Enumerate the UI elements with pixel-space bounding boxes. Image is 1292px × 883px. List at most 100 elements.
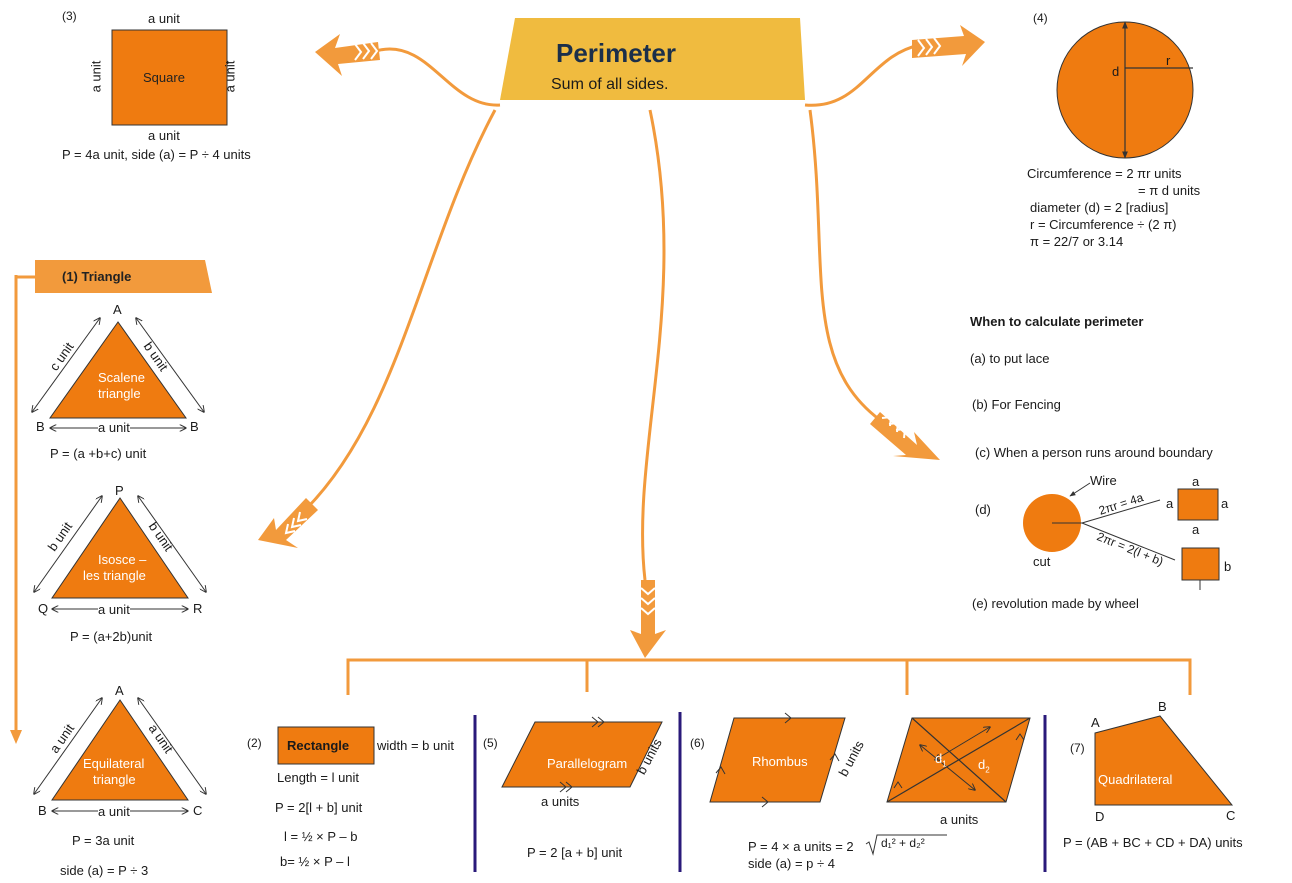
small-square-left: a bbox=[1166, 496, 1174, 511]
small-square bbox=[1177, 488, 1219, 521]
scalene-formula: P = (a +b+c) unit bbox=[50, 446, 147, 461]
circle-radius-label: r bbox=[1166, 53, 1171, 68]
wire-circle-figure bbox=[1023, 482, 1176, 561]
rhombus-formula-2: side (a) = p ÷ 4 bbox=[748, 856, 835, 871]
parallelogram-number: (5) bbox=[483, 736, 498, 750]
rhombus-number: (6) bbox=[690, 736, 705, 750]
equilateral-vertex-left: B bbox=[38, 803, 47, 818]
equilateral-label-2: triangle bbox=[93, 772, 136, 787]
scalene-base: a unit bbox=[98, 420, 130, 435]
when-heading: When to calculate perimeter bbox=[970, 314, 1144, 329]
page-subtitle: Sum of all sides. bbox=[551, 76, 669, 93]
parallelogram-formula: P = 2 [a + b] unit bbox=[527, 845, 623, 860]
section-dividers bbox=[473, 712, 1047, 872]
rhombus-d1: d1 bbox=[935, 751, 947, 769]
arrow-down-right-icon bbox=[870, 412, 940, 460]
isosceles-vertex-top: P bbox=[115, 483, 124, 498]
scalene-label-1: Scalene bbox=[98, 370, 145, 385]
small-rect-b: b bbox=[1224, 559, 1232, 574]
small-square-right: a bbox=[1221, 496, 1229, 511]
small-square-bottom: a bbox=[1192, 522, 1200, 537]
rectangle-length: Length = l unit bbox=[277, 770, 360, 785]
small-rectangle bbox=[1181, 547, 1220, 581]
rectangle-shape bbox=[277, 726, 375, 765]
rectangle-number: (2) bbox=[247, 736, 262, 750]
arrow-down-left-icon bbox=[258, 498, 318, 548]
cut-label: cut bbox=[1033, 554, 1051, 569]
isosceles-formula: P = (a+2b)unit bbox=[70, 629, 153, 644]
square-number: (3) bbox=[62, 9, 77, 23]
circle-line-5: π = 22/7 or 3.14 bbox=[1030, 234, 1124, 249]
arrow-left-icon bbox=[315, 34, 380, 76]
when-item-d: (d) bbox=[975, 502, 991, 517]
scalene-label-2: triangle bbox=[98, 386, 141, 401]
radical-sign bbox=[865, 834, 947, 856]
quadrilateral-vertex-d: D bbox=[1095, 809, 1105, 824]
rhombus-base: a units bbox=[940, 812, 979, 827]
when-item-e: (e) revolution made by wheel bbox=[972, 596, 1139, 611]
square-side-bottom: a unit bbox=[148, 128, 180, 143]
center-banner bbox=[500, 18, 805, 100]
rectangle-label: Rectangle bbox=[287, 738, 350, 753]
quadrilateral-number: (7) bbox=[1070, 741, 1085, 755]
equilateral-vertex-right: C bbox=[193, 803, 203, 818]
triangle-tag-label: (1) Triangle bbox=[62, 269, 132, 284]
rectangle-b-eq: b= ½ × P – l bbox=[280, 854, 350, 869]
square-shape bbox=[111, 29, 228, 126]
rhombus-d2: d2 bbox=[978, 757, 990, 775]
connector-to-bottom bbox=[641, 109, 666, 581]
arrow-down-icon bbox=[630, 580, 666, 658]
rectangle-l-eq: l = ½ × P – b bbox=[284, 829, 358, 844]
circle-number: (4) bbox=[1033, 11, 1048, 25]
small-square-top: a bbox=[1192, 474, 1200, 489]
equilateral-base: a unit bbox=[98, 804, 130, 819]
parallelogram-base: a units bbox=[541, 794, 580, 809]
isosceles-vertex-left: Q bbox=[38, 601, 49, 616]
rhombus-shape bbox=[709, 717, 846, 803]
rectangle-width: width = b unit bbox=[377, 738, 454, 753]
quadrilateral-vertex-c: C bbox=[1226, 808, 1236, 823]
rectangle-formula: P = 2[l + b] unit bbox=[275, 800, 363, 815]
connector-to-triangle bbox=[298, 109, 497, 517]
wire-label: Wire bbox=[1090, 473, 1117, 488]
arrow-right-icon bbox=[912, 25, 985, 66]
circle-line-4: r = Circumference ÷ (2 π) bbox=[1030, 217, 1177, 232]
quadrilateral-label: Quadrilateral bbox=[1098, 772, 1173, 787]
square-side-top: a unit bbox=[148, 11, 180, 26]
when-item-c: (c) When a person runs around boundary bbox=[975, 445, 1213, 460]
isosceles-label-1: Isosce – bbox=[98, 552, 147, 567]
square-side-left: a unit bbox=[88, 60, 104, 93]
square-formula: P = 4a unit, side (a) = P ÷ 4 units bbox=[62, 147, 251, 162]
square-side-right: a unit bbox=[222, 60, 238, 93]
triangle-tag bbox=[35, 260, 212, 293]
when-item-b: (b) For Fencing bbox=[972, 397, 1061, 412]
quadrilateral-vertex-b: B bbox=[1158, 699, 1167, 714]
isosceles-label-2: les triangle bbox=[83, 568, 146, 583]
parallelogram-label: Parallelogram bbox=[547, 756, 628, 771]
connector-to-when bbox=[808, 109, 881, 422]
circle-line-3: diameter (d) = 2 [radius] bbox=[1030, 200, 1169, 215]
when-item-a: (a) to put lace bbox=[970, 351, 1050, 366]
equilateral-vertex-top: A bbox=[115, 683, 124, 698]
circle-diameter-label: d bbox=[1112, 64, 1120, 79]
quadrilateral-shape bbox=[1094, 715, 1234, 806]
page-title: Perimeter bbox=[556, 38, 676, 68]
scalene-vertex-top: A bbox=[113, 302, 122, 317]
connector-lines bbox=[14, 41, 1192, 735]
rhombus-radicand: d₁² + d₂² bbox=[881, 836, 925, 850]
circle-line-1: Circumference = 2 πr units bbox=[1027, 166, 1182, 181]
rhombus-formula-left: P = 4 × a units = 2 bbox=[748, 839, 854, 854]
arrow-down-small-icon bbox=[10, 730, 22, 744]
quadrilateral-vertex-a: A bbox=[1091, 715, 1100, 730]
rhombus-label: Rhombus bbox=[752, 754, 808, 769]
isosceles-base: a unit bbox=[98, 602, 130, 617]
scalene-vertex-right: B bbox=[190, 419, 199, 434]
quadrilateral-formula: P = (AB + BC + CD + DA) units bbox=[1063, 835, 1243, 850]
rhombus-diagonals-figure bbox=[886, 717, 1031, 803]
equilateral-formula-1: P = 3a unit bbox=[72, 833, 135, 848]
isosceles-vertex-right: R bbox=[193, 601, 203, 616]
circle-line-2: = π d units bbox=[1138, 183, 1201, 198]
parallelogram-shape bbox=[501, 721, 663, 788]
